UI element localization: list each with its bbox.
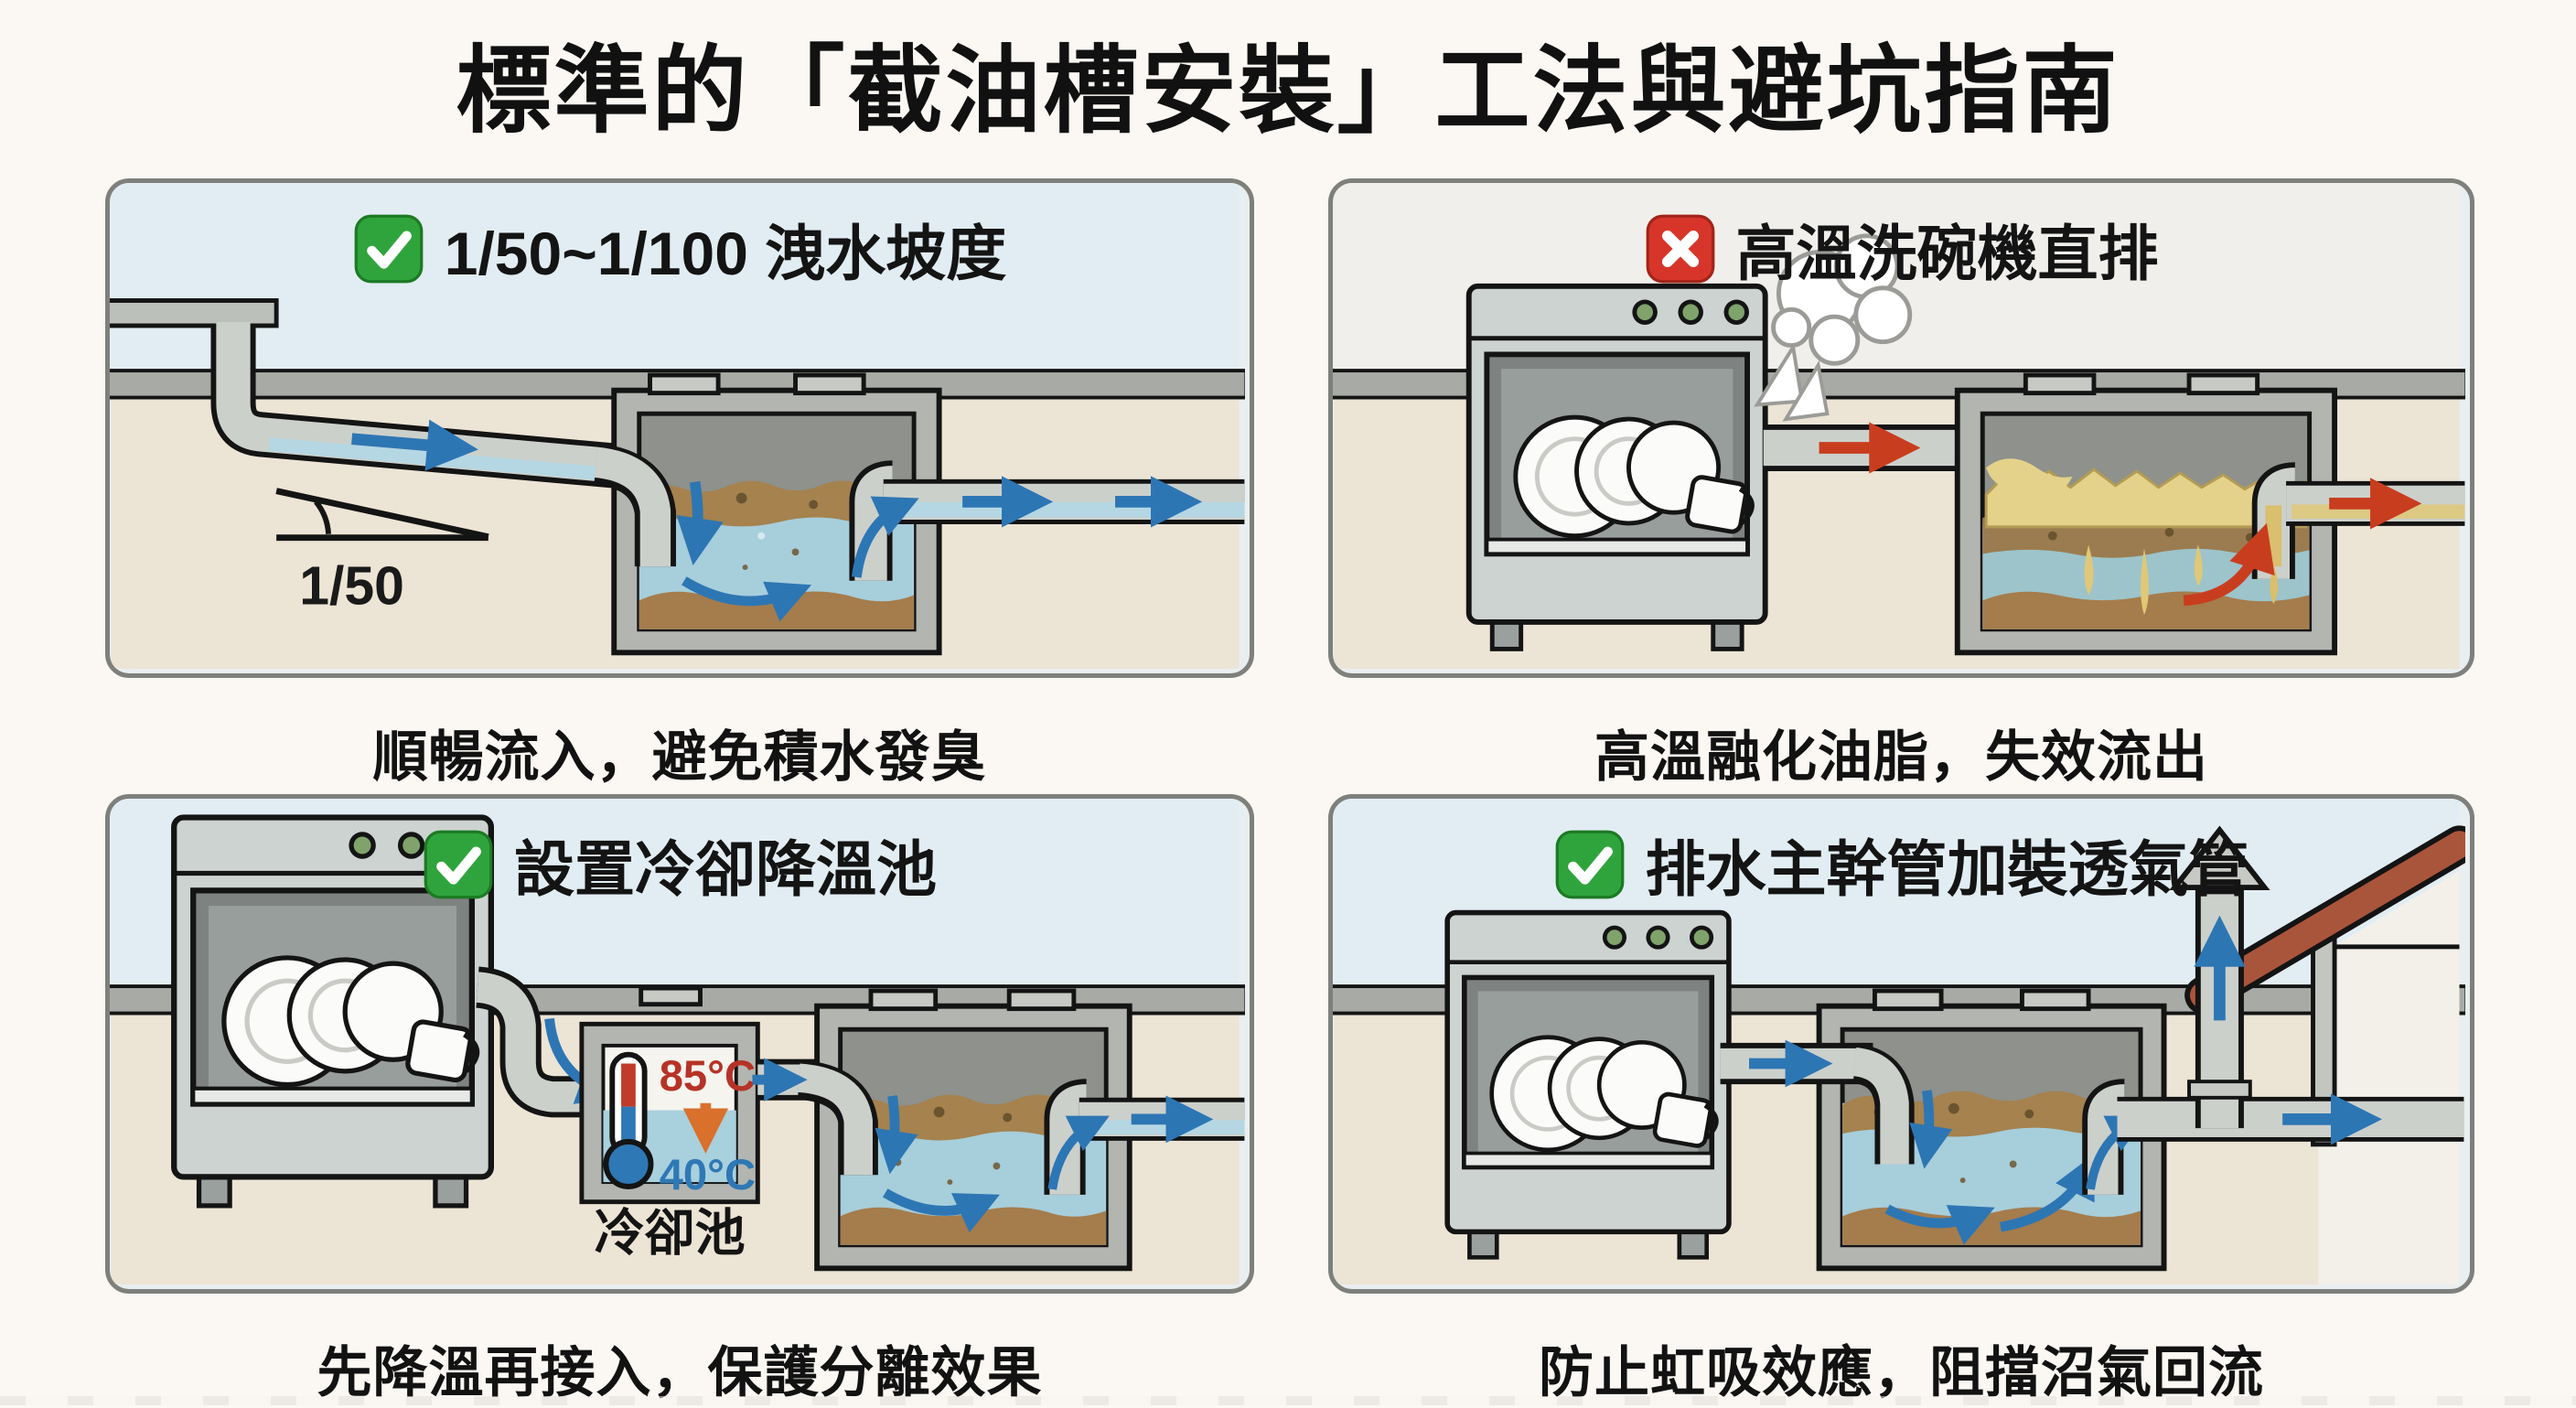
dishwasher-drain-pipe [475,966,585,1118]
figure-dishwasher-direct: 高溫洗碗機直排 高溫融化油脂，失效流出 [1328,178,2474,792]
trap-inlet-elbow [593,443,676,567]
panel-caption-drain-slope: 順暢流入，避免積水發臭 [372,726,987,788]
panel-header-label: 排水主幹管加裝透氣管 [1645,835,2249,903]
cross-icon [1646,214,1714,284]
panel-cooling-pool: 85°C 40°C 冷卻池 [105,794,1254,1294]
page-title: 標準的「截油槽安裝」工法與避坑指南 [456,38,2120,145]
flow-arrow-right [351,419,478,471]
house-wall [2318,870,2460,1284]
thermometer-icon [603,1051,654,1189]
trap-lid-handles [2023,372,2260,396]
figure-vent-pipe: 排水主幹管加裝透氣管 防止虹吸效應，阻擋沼氣回流 [1328,794,2474,1408]
vent-pipe-diagram [1333,799,2465,1284]
panel-vent-pipe: 排水主幹管加裝透氣管 [1328,794,2474,1294]
vent-cap [2169,825,2270,891]
dishwasher [1469,286,1766,650]
trap-inlet-elbow [797,1059,878,1176]
inflow-down-arrow [1909,1090,1953,1169]
panel-caption-dishwasher-direct: 高溫融化油脂，失效流出 [1594,726,2208,788]
drain-slope-diagram: 1/50 [110,183,1245,669]
baffle-up-arrow [1047,1115,1110,1190]
panel-header-drain-slope: 1/50~1/100 洩水坡度 [110,205,1250,293]
cooling-pool-diagram: 85°C 40°C 冷卻池 [110,799,1245,1284]
panel-drain-slope: 1/50 [105,178,1254,678]
cooling-pool-label: 冷卻池 [595,1205,746,1262]
inflow-down-arrow [875,1095,918,1175]
check-icon [424,830,493,899]
panel-header-vent-pipe: 排水主幹管加裝透氣管 [1333,821,2470,908]
panel-header-label: 設置冷卻降溫池 [514,835,937,903]
grease-escape-up-arrow [2183,522,2275,607]
circulation-arrow [882,1188,1000,1233]
figure-cooling-pool: 85°C 40°C 冷卻池 [105,794,1254,1408]
inflow-down-arrow [676,480,724,566]
panel-header-label: 1/50~1/100 洩水坡度 [444,220,1007,287]
circulation-arrow-2 [1999,1154,2095,1232]
panel-header-label: 高溫洗碗機直排 [1735,220,2159,287]
panel-caption-cooling-pool: 先降溫再接入，保護分離效果 [317,1342,1043,1403]
check-icon [354,214,424,284]
steam-cloud [1754,233,1913,422]
slope-annotation: 1/50 [275,488,489,616]
house [2184,825,2465,1284]
circulation-arrow [681,576,812,622]
baffle-up-arrow [851,496,919,578]
panel-caption-vent-pipe: 防止虹吸效應，阻擋沼氣回流 [1539,1342,2264,1403]
cropped-bottom-strip [0,1396,2576,1405]
panel-header-cooling-pool: 設置冷卻降溫池 [110,821,1250,908]
sink-counter [110,298,279,328]
slope-ratio-label: 1/50 [299,556,404,616]
figure-drain-slope: 1/50 [105,178,1254,792]
circulation-arrow-1 [1884,1204,1995,1245]
temp-in-label: 85°C [660,1051,756,1100]
dishwasher [1447,913,1729,1258]
temp-out-label: 40°C [660,1150,756,1198]
trap-lid-handles [868,988,1077,1012]
panel-header-dishwasher-direct: 高溫洗碗機直排 [1333,205,2470,293]
dishwasher-direct-diagram [1333,183,2465,669]
check-icon [1555,830,1624,899]
outlet-pipe [883,478,1245,524]
house-roof-tiles [2190,831,2465,1009]
panel-dishwasher-direct: 高溫洗碗機直排 [1328,178,2474,678]
trap-lid-handles [648,372,866,396]
trap-lid-handles [1872,988,2091,1012]
